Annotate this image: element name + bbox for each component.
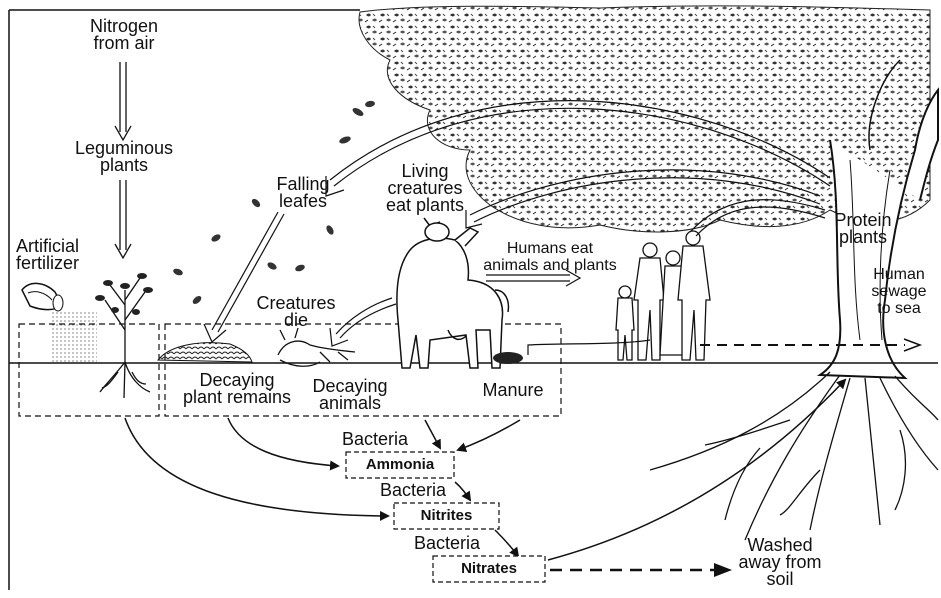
label-humans-eat: Humans eat animals and plants (462, 240, 638, 274)
label-decaying-animals: Decaying animals (300, 378, 400, 412)
small-plant (100, 278, 150, 398)
arrow-manure-to-ammonia (458, 420, 520, 450)
manure-pile (493, 352, 523, 364)
box-nitrites: Nitrites (394, 507, 499, 524)
plant-remains-pile (158, 343, 252, 362)
label-artificial-fertilizer: Artificial fertilizer (16, 238, 116, 272)
label-bacteria-3: Bacteria (402, 535, 492, 552)
label-nitrogen-from-air: Nitrogen from air (76, 18, 172, 52)
arrow-nitrites-to-nitrates (495, 530, 518, 556)
label-leguminous-plants: Leguminous plants (62, 140, 186, 174)
label-washed-away: Washed away from soil (728, 537, 832, 588)
arrow-bacteria-to-ammonia (425, 420, 440, 448)
arrow-plant-remains-to-ammonia (228, 418, 338, 466)
arrow-nitrates-to-roots (548, 380, 845, 560)
arrow-sewage-head (904, 339, 920, 351)
label-falling-leafes: Falling leafes (258, 176, 348, 210)
label-living-creatures: Living creatures eat plants (370, 163, 480, 214)
box-nitrates: Nitrates (433, 560, 545, 577)
label-decaying-plant-remains: Decaying plant remains (162, 372, 312, 406)
label-manure: Manure (470, 382, 556, 399)
box-ammonia: Ammonia (346, 456, 454, 473)
label-protein-plants: Protein plants (818, 212, 908, 246)
fertilizer-bag (22, 283, 97, 362)
tree-roots (650, 372, 938, 540)
label-bacteria-1: Bacteria (330, 431, 420, 448)
label-human-sewage: Human sewage to sea (858, 266, 940, 317)
label-bacteria-2: Bacteria (368, 482, 458, 499)
label-creatures-die: Creatures die (240, 295, 352, 329)
